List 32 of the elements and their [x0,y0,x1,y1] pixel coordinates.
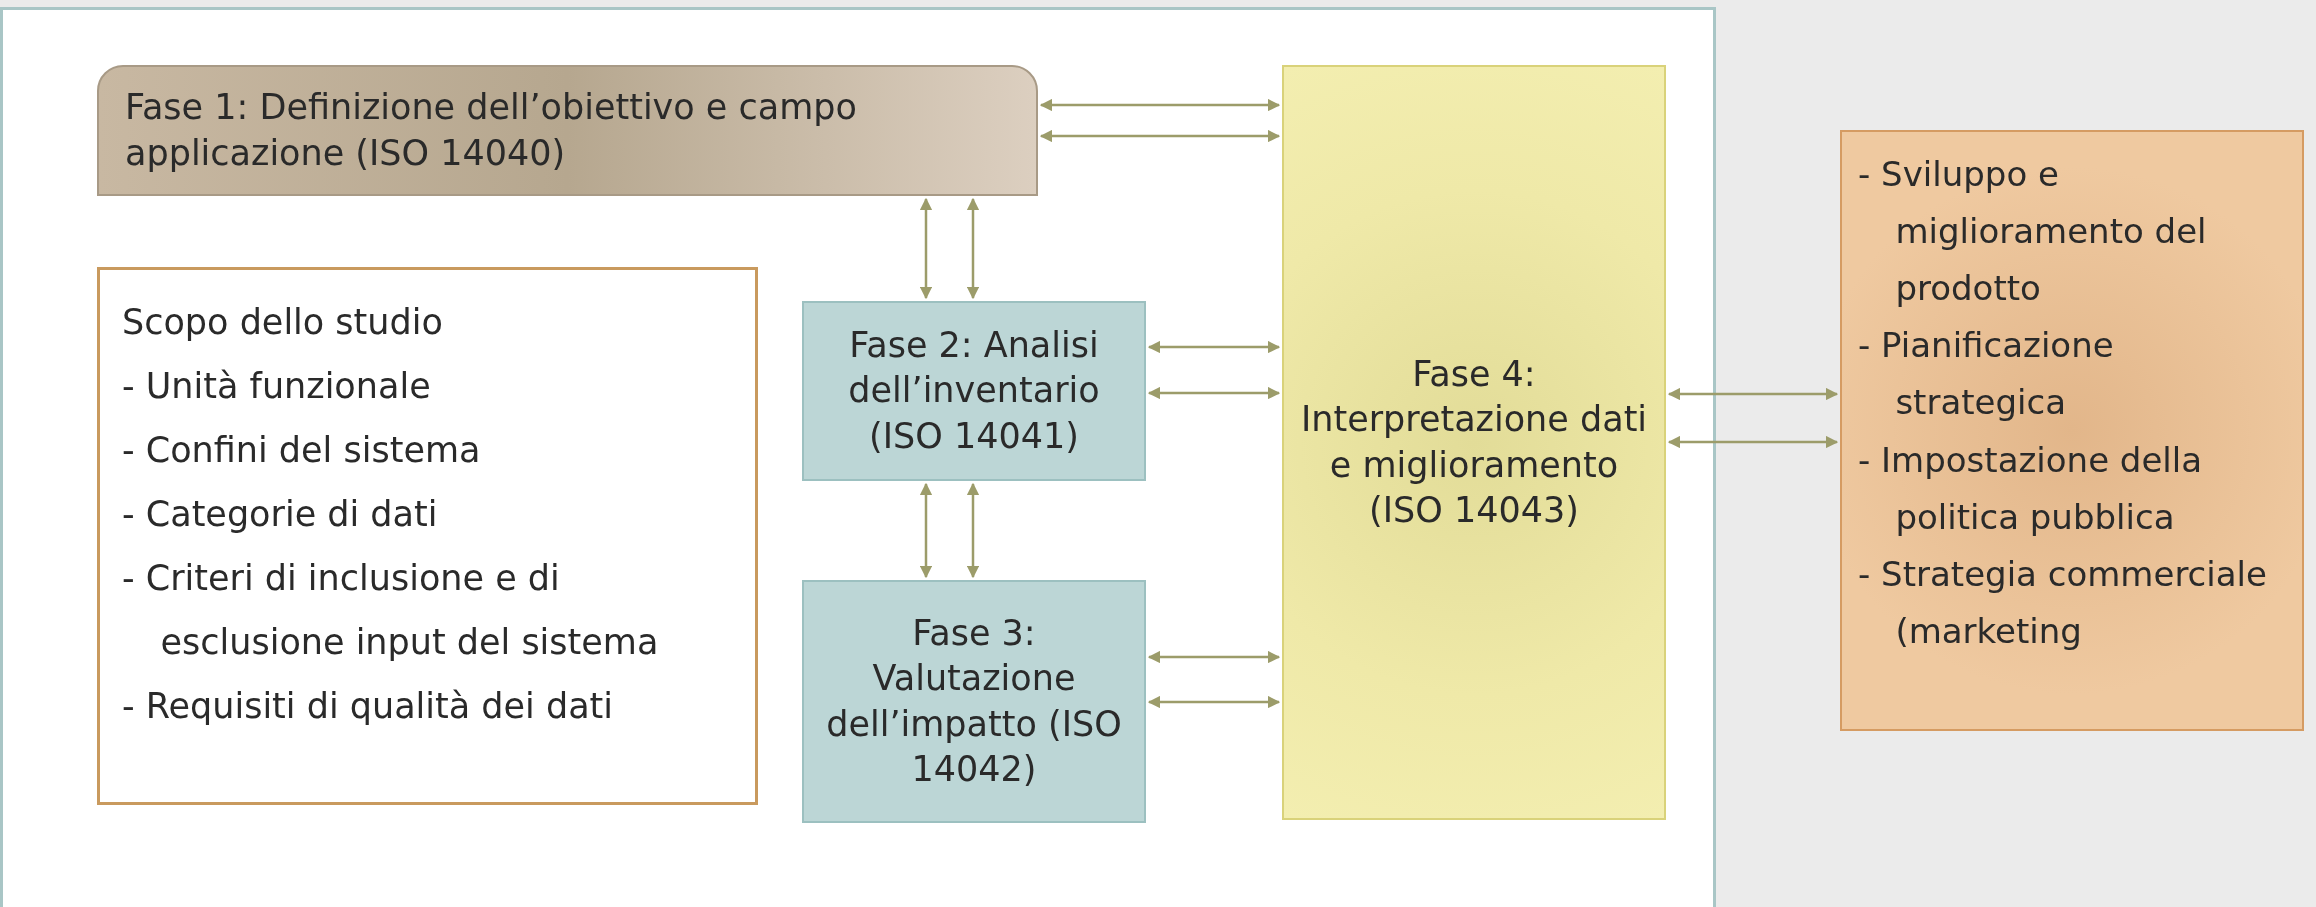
double-arrow [1667,387,1839,401]
double-arrow [1667,435,1839,449]
box-label: Fase 1: Definizione dell’obiettivo e campo applicazione (ISO 14040) [125,86,858,175]
double-arrow [919,197,933,300]
double-arrow [1147,695,1281,709]
list-item: - Confini del sistema [122,429,482,473]
phase-box [802,301,1146,481]
double-arrow [1147,386,1281,400]
double-arrow [1039,98,1281,112]
phase-box [802,580,1146,823]
box-heading: Scopo dello studio [122,301,444,344]
list-item: - Sviluppo e miglioramento del prodotto [1858,153,2208,311]
list-item: - Categorie di dati [122,493,439,537]
list-item: - Strategia commerciale (marketing [1858,552,2268,653]
applications-box [1840,130,2304,731]
list-item: - Impostazione della politica pubblica [1858,438,2204,539]
box-label: Fase 2: Analisi dell’inventario (ISO 14041) [847,323,1101,458]
double-arrow [1147,650,1281,664]
list-item: - Requisiti di qualità dei dati [122,685,615,729]
phase-box [97,65,1038,196]
list-item: - Pianificazione strategica [1858,324,2115,425]
phase-box [1282,65,1666,820]
double-arrow [966,482,980,579]
box-label: Fase 3: Valutazione dell’impatto (ISO 14042) [825,611,1123,791]
double-arrow [966,197,980,300]
double-arrow [919,482,933,579]
scope-box [97,267,758,805]
double-arrow [1147,340,1281,354]
box-label: Fase 4: Interpretazione dati e miglioramento (ISO 14043) [1299,352,1649,532]
list-item: - Criteri di inclusione e di esclusione input del sistema [122,557,660,665]
double-arrow [1039,129,1281,143]
list-item: - Unità funzionale [122,365,432,409]
